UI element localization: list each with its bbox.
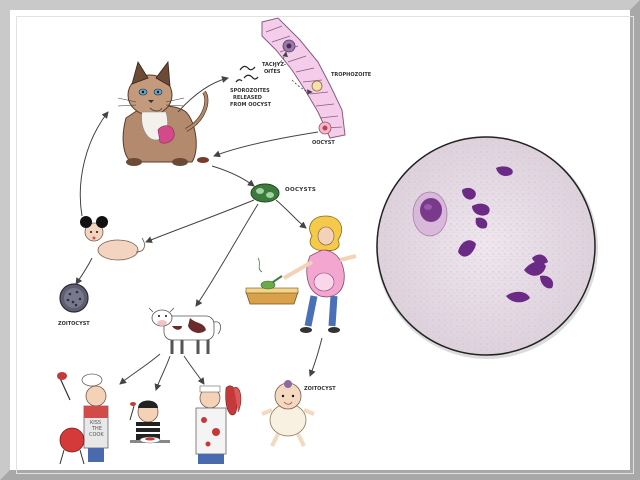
cow-illustration [148, 307, 222, 354]
oocysts-icon [250, 183, 280, 203]
arrow-cow-to-butcher [183, 355, 205, 385]
oocyst-gut-label: OOCYST [312, 140, 335, 146]
tachyzoites-label-2: OITES [264, 69, 281, 75]
oocysts-label: OOCYSTS [285, 187, 316, 193]
arrow-mouse-to-cat [79, 111, 109, 217]
baby-illustration [261, 380, 315, 447]
sporozoites-label-3: FROM OOCYST [230, 102, 272, 108]
sporozoites-icon [235, 65, 259, 83]
apron-text-1: KISS [90, 420, 101, 426]
mouse-illustration [80, 216, 145, 261]
apron-text-2: THE [91, 426, 102, 432]
arrow-woman-to-baby [308, 337, 323, 377]
arrow-mouse-to-zoitocyst [75, 257, 93, 285]
cat-illustration [117, 60, 209, 166]
butcher-illustration [195, 385, 242, 464]
zoitocyst-left-label: ZOITOCYST [58, 321, 90, 327]
zoitocyst-left-icon [59, 283, 89, 313]
trophozoite-cell-icon [311, 80, 323, 92]
arrow-cat-to-sporozoites [177, 76, 229, 113]
cook-with-grill-illustration: KISS THE COOK [57, 372, 109, 465]
apron-text-3: COOK [89, 432, 104, 438]
tachyzoites-stained [458, 166, 554, 303]
sporozoites-label-1: SPOROZOITES [230, 88, 270, 94]
trophozoite-label: TROPHOZOITE [331, 72, 372, 78]
food-tray-illustration [245, 257, 299, 305]
pregnant-woman-illustration [283, 215, 357, 333]
microscope-field [376, 136, 598, 359]
arrow-oocysts-to-mouse [145, 199, 255, 243]
intestinal-epithelium [261, 17, 346, 139]
arrow-cow-to-diner [154, 355, 171, 391]
arrow-oocyst-to-feces [213, 131, 319, 158]
diner-illustration [129, 400, 170, 444]
sporozoites-label-2: RELEASED [233, 95, 262, 101]
arrow-oocysts-to-cow [195, 203, 259, 307]
picture-inner-border [16, 16, 634, 474]
zoitocyst-right-label: ZOITOCYST [304, 386, 336, 392]
tachyzoites-label-1: TACHYZ- [262, 62, 286, 68]
arrow-oocysts-to-woman [275, 199, 307, 229]
arrow-feces-to-oocysts [211, 165, 255, 187]
host-cell [412, 191, 448, 237]
lifecycle-arrows [75, 76, 323, 391]
arrow-cow-to-cook [119, 353, 161, 385]
